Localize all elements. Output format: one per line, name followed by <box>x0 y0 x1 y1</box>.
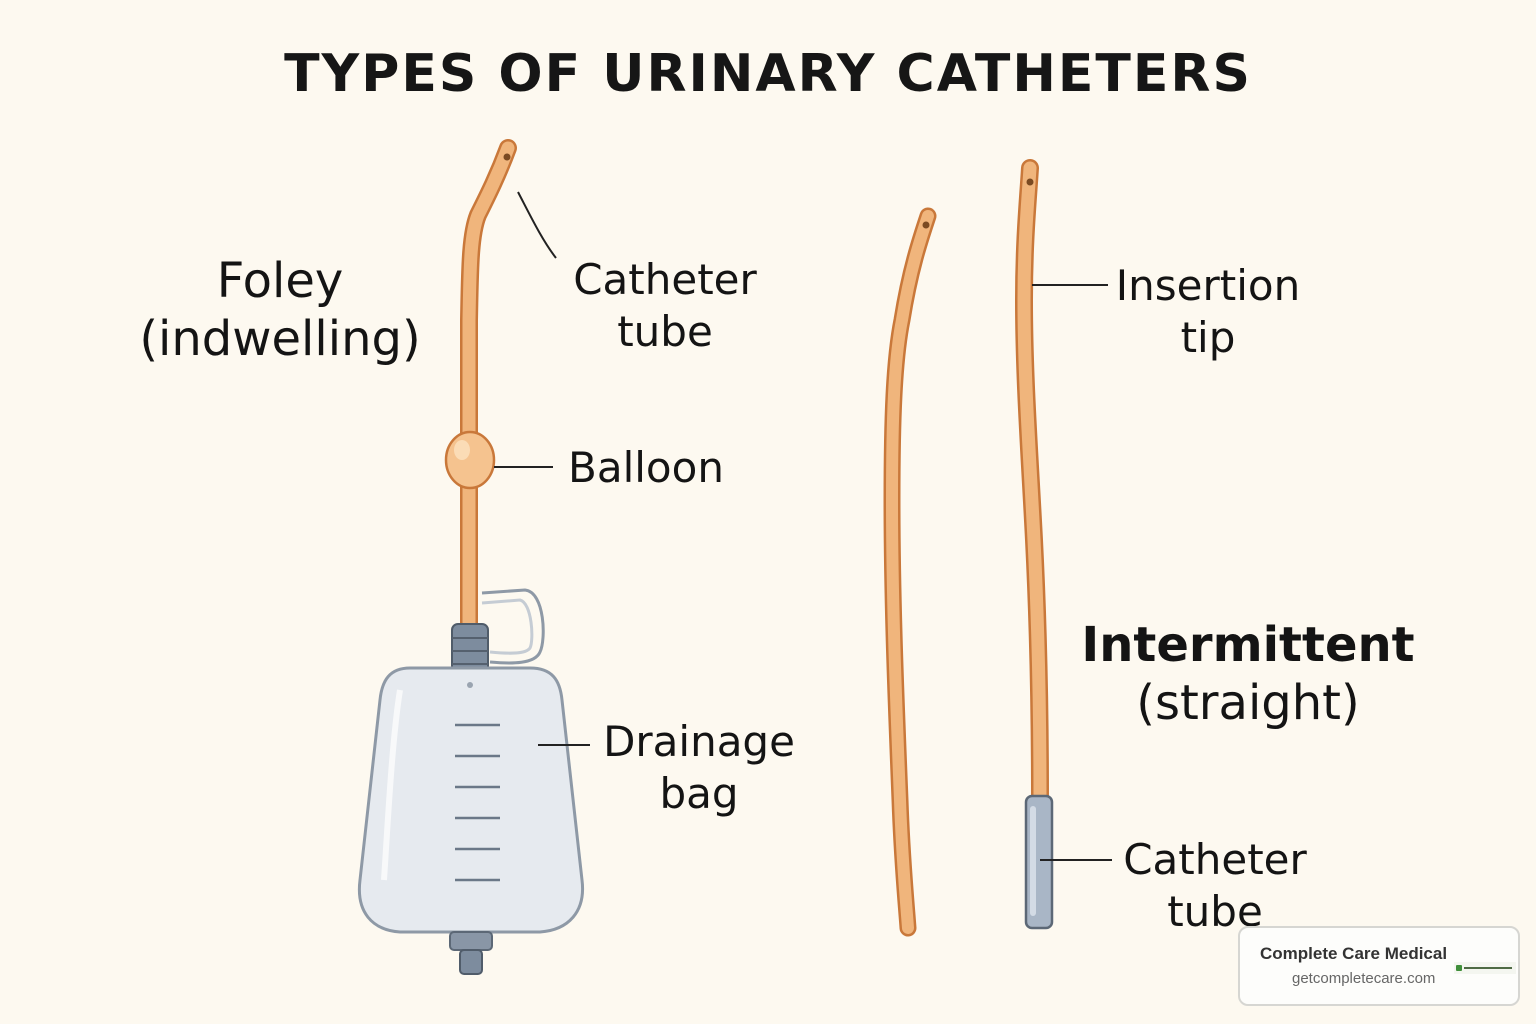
foley-type-name: Foley <box>216 253 344 309</box>
intermittent-catheter <box>1014 159 1054 930</box>
intermittent-type-desc: (straight) <box>1136 675 1360 731</box>
insertion-tip-label: Insertion tip <box>1108 260 1308 364</box>
insertion-tip-line1: Insertion <box>1115 261 1301 310</box>
foley-catheter <box>444 139 517 634</box>
intermittent-end-piece <box>1024 794 1054 930</box>
intermittent-eyelet-icon <box>1026 178 1034 186</box>
balloon-label: Balloon <box>560 442 732 494</box>
drainage-bag-label: Drainage bag <box>594 716 804 820</box>
drainage-bag-line2: bag <box>659 769 739 818</box>
leader-foley-catheter-tube <box>517 191 557 259</box>
balloon-icon <box>444 430 496 490</box>
intermittent-catheter-tube-label: Catheter tube <box>1112 834 1318 938</box>
intermittent-catheter-tube-line1: Catheter <box>1123 835 1307 884</box>
straight-catheter-middle <box>883 207 937 937</box>
drainage-bag <box>357 588 585 975</box>
foley-catheter-tube-label: Catheter tube <box>560 254 770 358</box>
bag-graduation-marks <box>455 723 500 882</box>
foley-type-label: Foley (indwelling) <box>120 252 440 368</box>
bag-hanger <box>481 588 545 665</box>
watermark: Complete Care Medical getcompletecare.co… <box>1238 926 1520 1006</box>
foley-catheter-tube-line1: Catheter <box>573 255 757 304</box>
bag-body <box>357 666 585 934</box>
complete-care-logo-icon <box>1454 962 1516 974</box>
middle-eyelet-icon <box>922 221 930 229</box>
diagram-title: TYPES OF URINARY CATHETERS <box>284 44 1252 104</box>
drainage-bag-line1: Drainage <box>603 717 795 766</box>
intermittent-type-label: Intermittent (straight) <box>1072 616 1424 732</box>
watermark-name: Complete Care Medical <box>1260 944 1448 963</box>
insertion-tip-line2: tip <box>1180 313 1236 362</box>
bag-drain-spout <box>449 931 493 951</box>
foley-type-desc: (indwelling) <box>139 311 421 367</box>
watermark-url: getcompletecare.com <box>1292 970 1436 987</box>
balloon-text: Balloon <box>568 443 724 492</box>
foley-catheter-tube-line2: tube <box>617 307 713 356</box>
foley-eyelet-icon <box>503 153 511 161</box>
intermittent-type-name: Intermittent <box>1081 617 1415 673</box>
